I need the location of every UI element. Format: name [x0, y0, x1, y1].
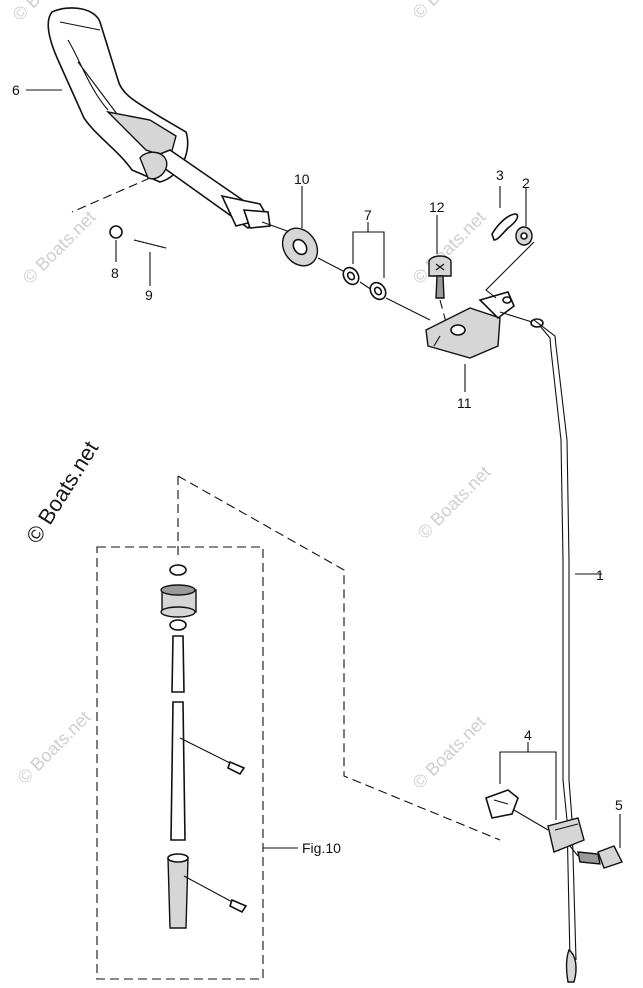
washers-7: [342, 266, 387, 301]
bolt-5: [577, 845, 623, 869]
fig10-parts: [160, 564, 248, 929]
fig10-inset-box: [96, 546, 264, 980]
callout-9: 9: [145, 287, 153, 303]
guide-line-6-8: [71, 177, 151, 213]
callout-8: 8: [111, 265, 119, 281]
bracket-4: [499, 742, 557, 820]
screw-12: [428, 255, 452, 299]
callout-6: 6: [12, 82, 20, 98]
detent-ball: [109, 225, 123, 239]
watermark-7: © Boats.net: [409, 712, 490, 793]
washer-10: [281, 227, 319, 267]
watermark-5: © Boats.net: [414, 462, 495, 543]
figure-ref-label: Fig.10: [302, 840, 341, 856]
watermark-2: © Boats.net: [409, 0, 490, 23]
callout-7: 7: [364, 207, 372, 223]
watermark-3: © Boats.net: [19, 207, 100, 288]
guide-line-shaft-10: [261, 221, 431, 321]
callout-5: 5: [615, 797, 623, 813]
guide-line-rod-11: [499, 311, 533, 323]
callout-2: 2: [522, 175, 530, 191]
guide-line-fig10-rod: [177, 475, 501, 841]
callout-3: 3: [496, 167, 504, 183]
clip-3: [491, 213, 519, 241]
callout-10: 10: [294, 171, 310, 187]
copyright-watermark: © Boats.net: [21, 437, 103, 548]
detent-spring: [133, 239, 167, 249]
guide-line-2-3: [485, 241, 535, 299]
guide-line-4: [513, 809, 549, 831]
bracket-7: [352, 222, 385, 278]
guide-line-5: [569, 845, 579, 857]
watermark-6: © Boats.net: [14, 707, 95, 788]
shift-rod-1: [530, 318, 577, 983]
shift-link-11: [425, 291, 515, 359]
callout-11: 11: [457, 395, 472, 411]
shift-lever-arm: [47, 7, 271, 230]
leader-lines: [26, 89, 621, 849]
watermarks: © Boats.net © Boats.net © Boats.net © Bo…: [9, 0, 495, 793]
rod-clamp-4: [485, 789, 585, 853]
callout-1: 1: [596, 567, 604, 583]
washer-2: [515, 226, 533, 246]
callout-4: 4: [524, 727, 532, 743]
callouts: 1 2 3 4 5 6 7 8 9 10 11 12 Fig.10: [12, 82, 623, 856]
callout-12: 12: [429, 199, 445, 215]
